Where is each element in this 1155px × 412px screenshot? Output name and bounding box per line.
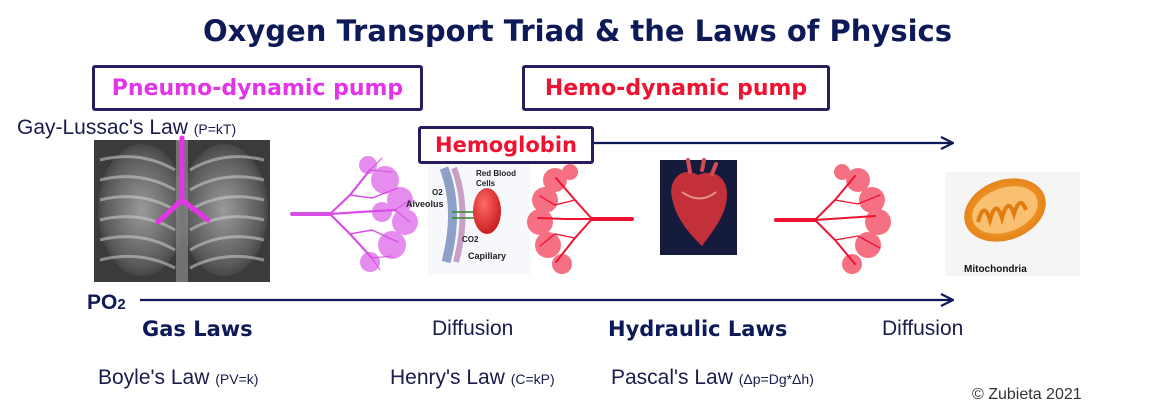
po2-axis-label: PO2 [87, 291, 126, 314]
arterial-capillary-cloud [527, 164, 578, 274]
pneumo-dynamic-pump-box: Pneumo-dynamic pump [92, 65, 423, 111]
inset-alveolus-label: Alveolus [406, 199, 444, 209]
hydraulic-laws-label: Hydraulic Laws [608, 317, 788, 341]
boyle-law-name: Boyle's Law [98, 366, 216, 389]
systemic-capillary-cloud [834, 164, 891, 274]
pascal-law-formula: (Δp=Dg*Δh) [738, 371, 814, 387]
hemo-dynamic-pump-box: Hemo-dynamic pump [522, 65, 830, 111]
inset-co2-label: CO2 [462, 235, 479, 244]
trachea-overlay [155, 135, 211, 225]
mitochondria-image [945, 172, 1080, 276]
hemo-dynamic-pump-label: Hemo-dynamic pump [544, 75, 808, 101]
diagram-title: Oxygen Transport Triad & the Laws of Phy… [203, 14, 952, 48]
henry-law-name: Henry's Law [390, 366, 511, 389]
alveolar-diffusion-inset [428, 160, 530, 275]
copyright-notice: © Zubieta 2021 [972, 386, 1082, 403]
pascal-law-name: Pascal's Law [611, 366, 739, 389]
diffusion-label-1: Diffusion [432, 317, 514, 340]
inset-capillary-label: Capillary [468, 251, 506, 261]
mitochondria-label: Mitochondria [964, 264, 1027, 275]
pulmonary-capillary-cloud [359, 156, 418, 272]
inset-o2-label: O2 [432, 188, 443, 197]
chest-xray-image [94, 135, 270, 282]
gay-lussac-law: Gay-Lussac's Law (P=kT) [17, 116, 236, 140]
gay-lussac-law-name: Gay-Lussac's Law [17, 116, 194, 139]
gas-laws-label: Gas Laws [142, 317, 253, 341]
boyle-law: Boyle's Law (PV=k) [98, 366, 258, 390]
henry-law-formula: (C=kP) [510, 371, 555, 387]
henry-law: Henry's Law (C=kP) [390, 366, 555, 390]
pascal-law: Pascal's Law (Δp=Dg*Δh) [611, 366, 814, 390]
diffusion-label-2: Diffusion [882, 317, 964, 340]
pneumo-dynamic-pump-label: Pneumo-dynamic pump [111, 75, 404, 101]
inset-rbc-label-2: Cells [476, 179, 496, 188]
hemoglobin-box: Hemoglobin [418, 126, 594, 164]
heart-image [660, 158, 737, 255]
po2-axis-label-main: PO [87, 291, 117, 314]
inset-rbc-label-1: Red Blood [476, 169, 516, 178]
po2-axis-label-sub: 2 [117, 296, 125, 313]
hemoglobin-label: Hemoglobin [435, 133, 577, 157]
boyle-law-formula: (PV=k) [215, 371, 259, 387]
gay-lussac-law-formula: (P=kT) [193, 121, 237, 137]
arterial-tree-image [537, 177, 634, 263]
